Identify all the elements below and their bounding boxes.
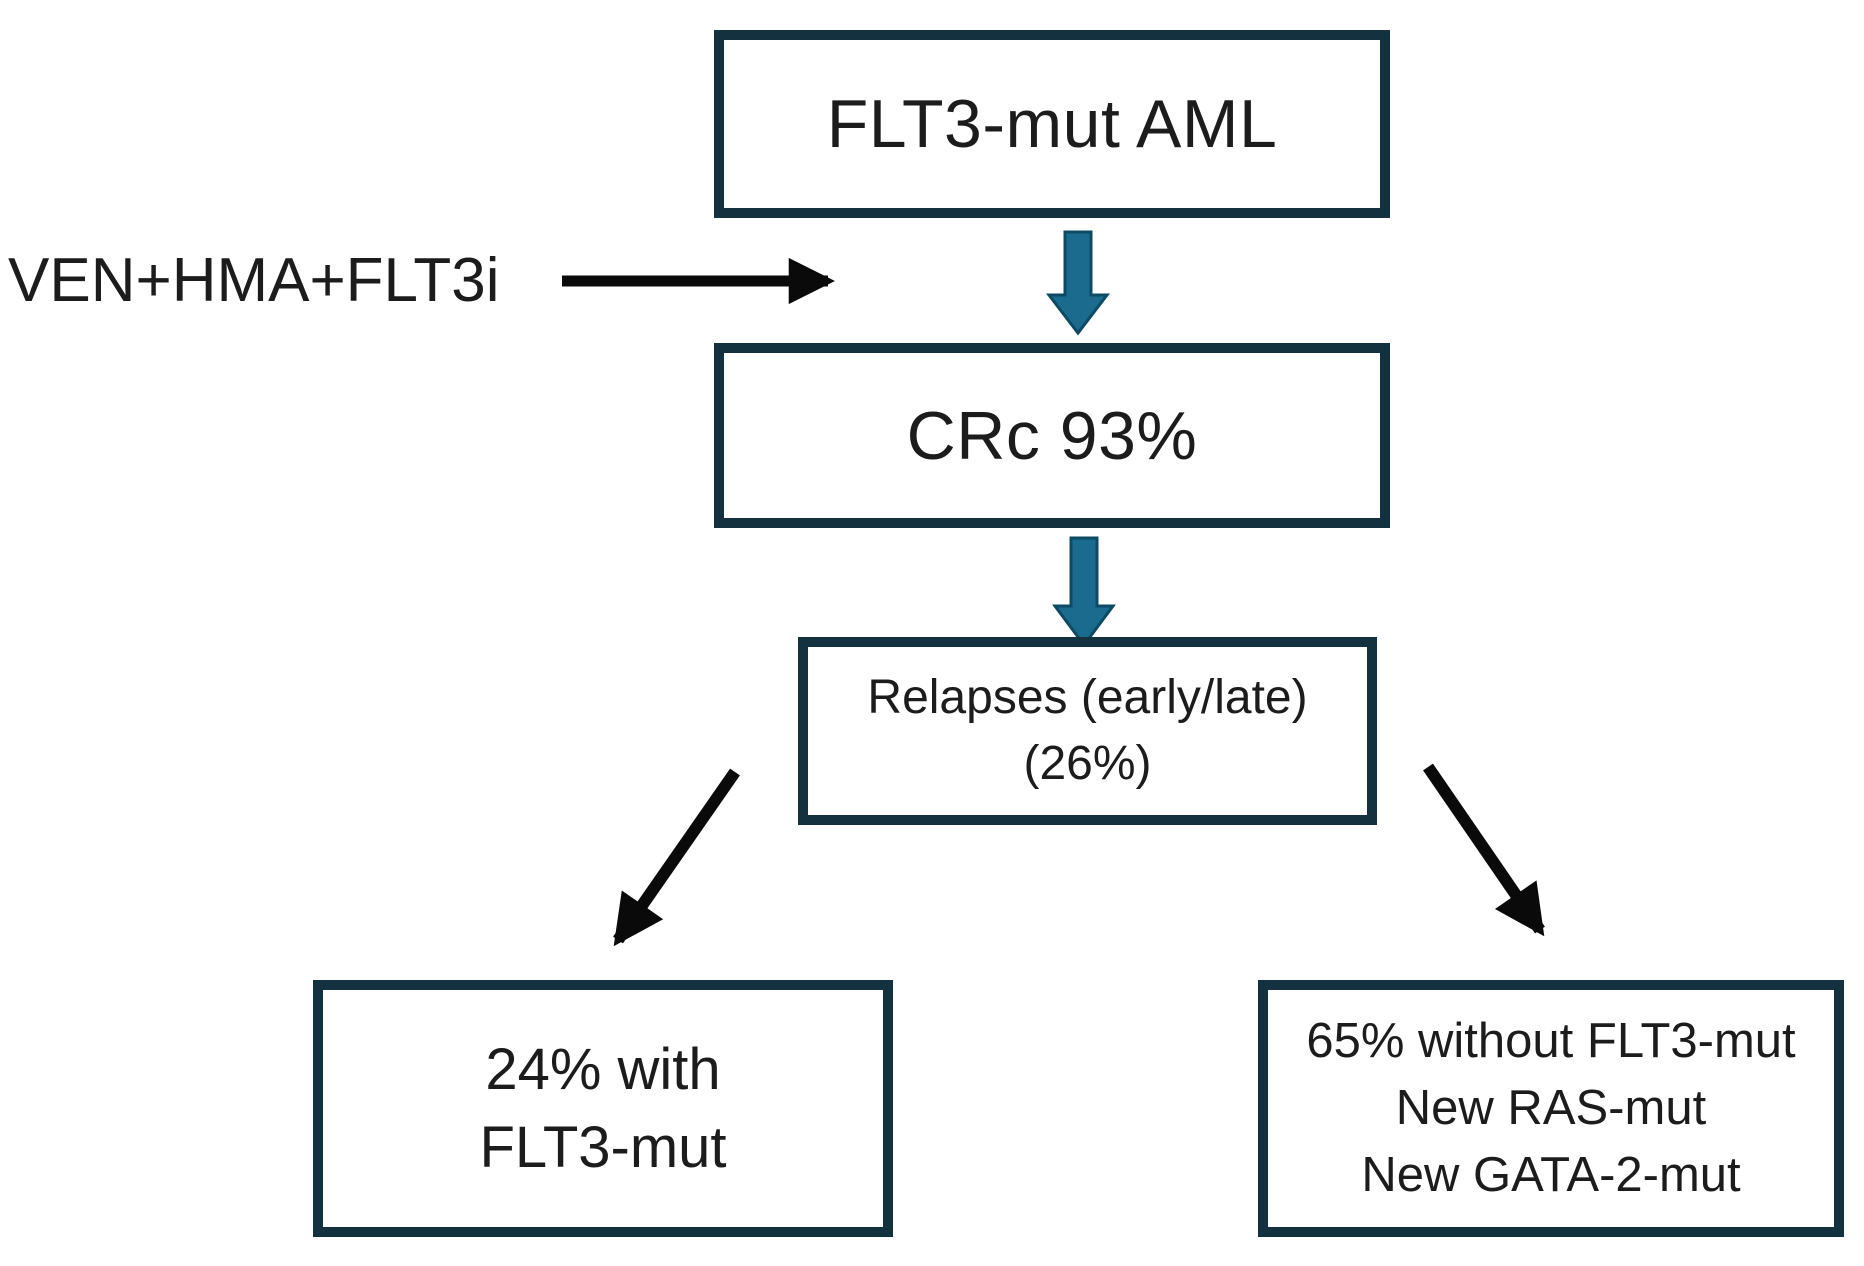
- node-65-without-flt3-mut-line3: New GATA-2-mut: [1361, 1148, 1741, 1202]
- node-crc-93-label: CRc 93%: [906, 397, 1198, 474]
- node-crc-93: CRc 93%: [714, 343, 1390, 528]
- node-relapses: Relapses (early/late) (26%): [798, 637, 1377, 825]
- node-65-without-flt3-mut-line1: 65% without FLT3-mut: [1306, 1014, 1796, 1068]
- node-65-without-flt3-mut: 65% without FLT3-mut New RAS-mut New GAT…: [1258, 980, 1844, 1237]
- relapse-right-arrow: [1423, 763, 1545, 937]
- node-65-without-flt3-mut-line2: New RAS-mut: [1395, 1081, 1707, 1135]
- node-24-with-flt3-mut-line2: FLT3-mut: [479, 1114, 727, 1180]
- node-24-with-flt3-mut: 24% with FLT3-mut: [313, 980, 893, 1237]
- node-24-with-flt3-mut-line1: 24% with: [485, 1036, 721, 1102]
- node-relapses-line1: Relapses (early/late): [867, 671, 1308, 724]
- node-flt3-mut-aml-label: FLT3-mut AML: [826, 86, 1278, 162]
- node-relapses-line2: (26%): [1023, 737, 1152, 790]
- node-flt3-mut-aml: FLT3-mut AML: [714, 30, 1390, 218]
- down-arrow-1-icon: [1045, 230, 1111, 336]
- down-arrow-2-icon: [1052, 536, 1116, 648]
- relapse-left-arrow: [613, 768, 740, 947]
- treatment-label: VEN+HMA+FLT3i: [8, 246, 500, 315]
